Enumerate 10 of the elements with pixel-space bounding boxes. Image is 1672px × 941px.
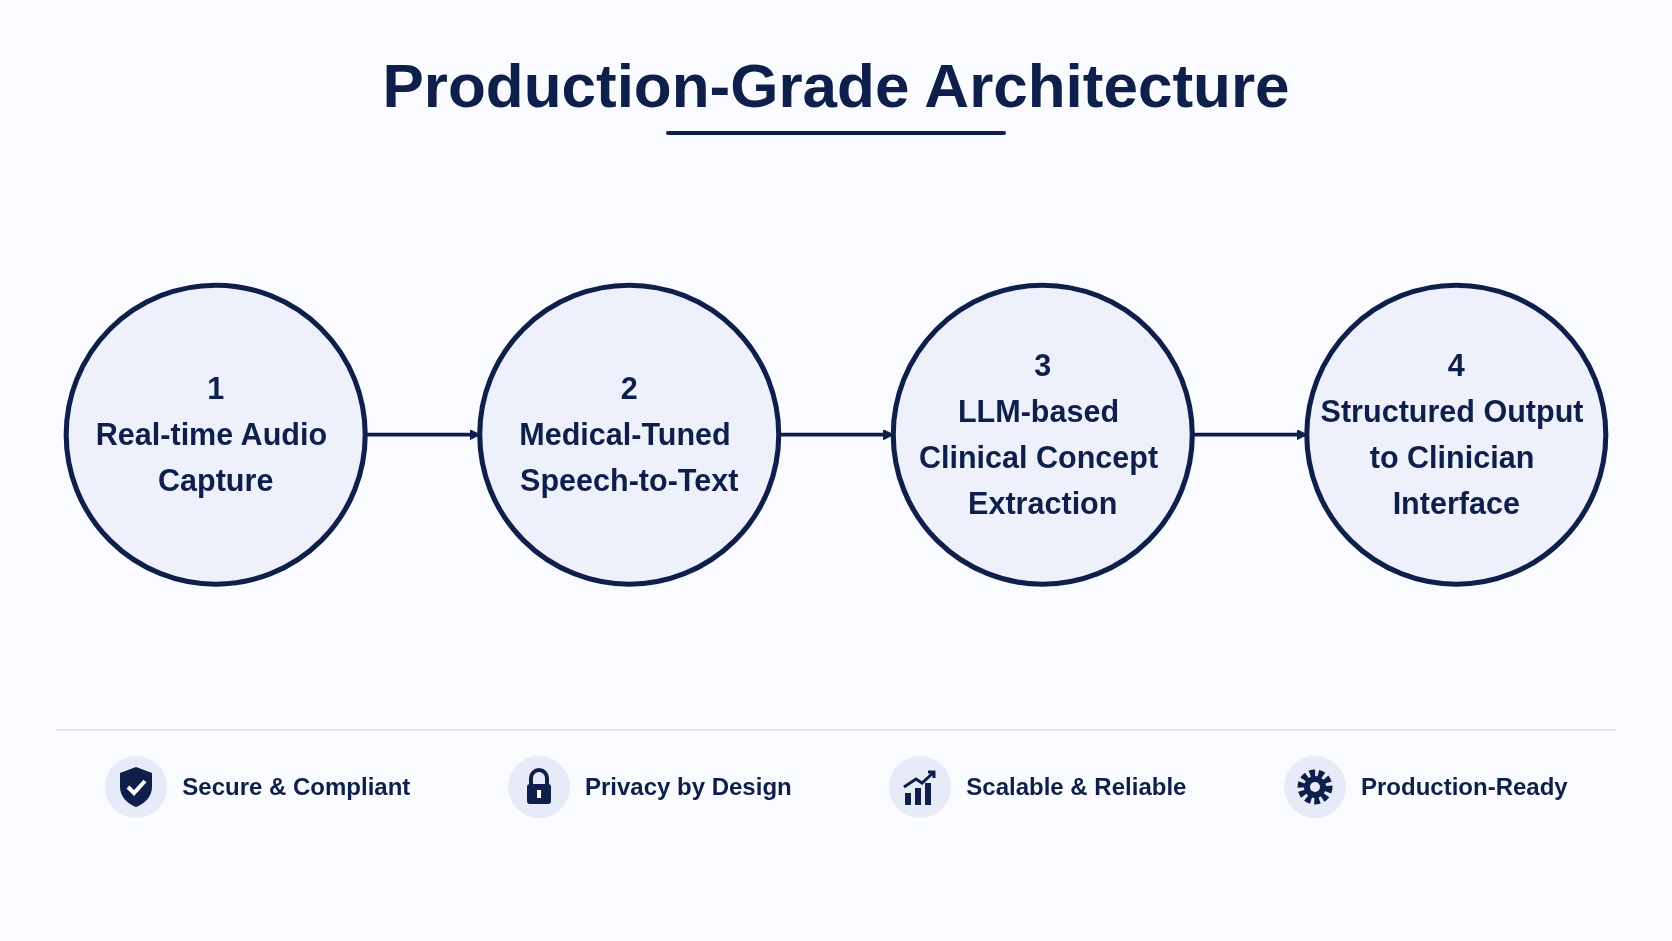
feature-label: Production-Ready [1361, 773, 1568, 801]
node-circle: 3 LLM-based Clinical Concept Extraction [890, 282, 1195, 588]
feature-label: Secure & Compliant [182, 773, 411, 801]
feature-label: Scalable & Reliable [966, 773, 1187, 801]
node-circle: 2 Medical-Tuned Speech-to-Text [477, 282, 782, 588]
node-circle: 1 Real-time Audio Capture [63, 282, 368, 588]
title: Production-Grade Architecture [382, 50, 1290, 121]
arrow [778, 429, 894, 441]
node-circle: 4 Structured Output to Clinician Interface [1304, 282, 1609, 588]
feature-label: Privacy by Design [584, 773, 792, 801]
